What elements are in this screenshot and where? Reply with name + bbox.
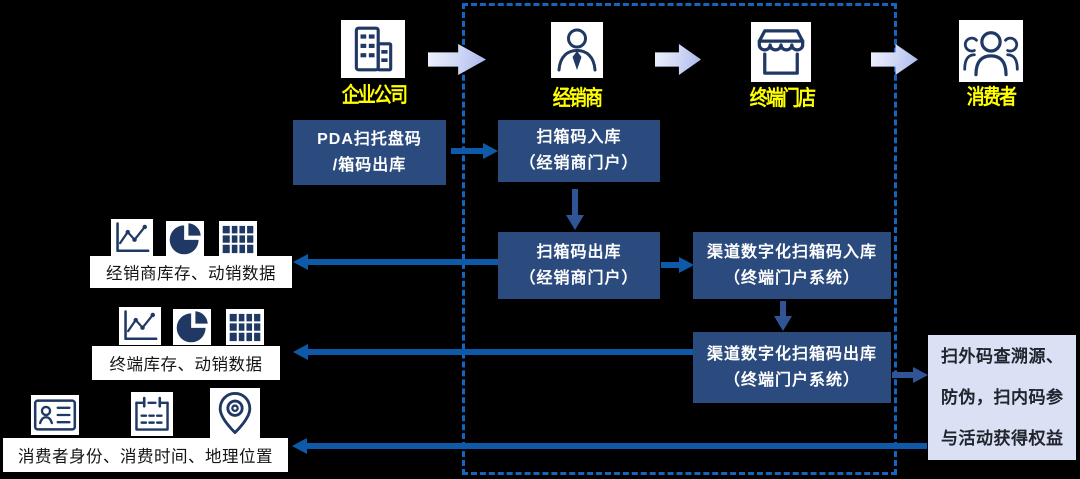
chart-tile [219, 221, 257, 257]
channel-scan-inbound-box: 渠道数字化扫箱码入库 （终端门户系统） [693, 232, 891, 299]
actor-label-enterprise: 企业公司 [341, 84, 408, 107]
arrowhead-down-icon [774, 316, 792, 331]
arrowhead-left-icon [292, 438, 307, 454]
consumer-data-label: 消费者身份、消费时间、地理位置 [3, 438, 288, 472]
channel-scan-inbound-line2: （终端门户系统） [723, 269, 860, 287]
enterprise-tile [341, 20, 405, 78]
storefront-icon [755, 26, 807, 78]
case-scan-outbound-box: 扫箱码出库 （经销商门户） [498, 232, 660, 299]
store-tile [751, 22, 811, 82]
building-icon [345, 23, 401, 75]
arrowhead-left-icon [293, 344, 308, 360]
location-pin-icon [214, 390, 256, 436]
chart-tile [173, 309, 211, 345]
table-icon [228, 312, 262, 343]
actor-label-consumer: 消费者 [966, 86, 1017, 109]
channel-scan-inbound-line1: 渠道数字化扫箱码入库 [706, 243, 877, 261]
pda-outbound-box: PDA扫托盘码 /箱码出库 [293, 120, 446, 185]
arrow-outbound-to-channel-inbound [661, 262, 680, 268]
terminal-data-label: 终端库存、动销数据 [92, 346, 280, 380]
channel-system-boundary [462, 3, 897, 475]
consumers-icon [962, 25, 1020, 77]
consumer-benefit-line2: 防伪，扫内码参 [941, 388, 1064, 407]
consumer-benefit-box: 扫外码查溯源、 防伪，扫内码参 与活动获得权益 [928, 335, 1076, 460]
channel-scan-outbound-box: 渠道数字化扫箱码出库 （终端门户系统） [693, 332, 891, 403]
arrow-to-benefit-box [892, 372, 914, 378]
table-icon [221, 224, 255, 255]
actor-label-distributor: 经销商 [552, 87, 603, 110]
line-chart-icon [113, 221, 151, 255]
channel-scan-outbound-line1: 渠道数字化扫箱码出库 [706, 345, 877, 363]
pda-outbound-line1: PDA扫托盘码 [317, 130, 422, 148]
chart-tile [210, 388, 260, 438]
case-scan-outbound-line1: 扫箱码出库 [536, 243, 622, 261]
distributor-data-label: 经销商库存、动销数据 [90, 256, 292, 288]
pie-chart-icon [175, 310, 209, 344]
case-scan-inbound-box: 扫箱码入库 （经销商门户） [498, 120, 660, 182]
case-scan-inbound-line1: 扫箱码入库 [536, 129, 622, 146]
consumer-benefit-line1: 扫外码查溯源、 [941, 347, 1064, 366]
arrow-channel-outbound-to-terminal-data [307, 349, 693, 355]
case-scan-outbound-line2: （经销商门户） [519, 269, 639, 287]
consumer-tile [959, 20, 1023, 82]
arrow-benefit-to-consumer-data [306, 443, 927, 449]
arrow-pda-to-inbound [451, 148, 484, 154]
actor-label-store: 终端门店 [749, 87, 816, 110]
channel-scan-outbound-line2: （终端门户系统） [723, 371, 860, 389]
salesperson-icon [553, 25, 601, 75]
arrowhead-left-icon [293, 254, 308, 270]
line-chart-icon [121, 309, 159, 343]
chart-tile [226, 309, 264, 345]
arrow-channel-inbound-down [780, 301, 786, 317]
arrowhead-right-icon [913, 367, 928, 383]
arrowhead-right-icon [679, 257, 694, 273]
pie-chart-icon [168, 222, 202, 256]
chart-tile [166, 221, 204, 257]
arrow-inbound-down [572, 189, 578, 216]
case-scan-inbound-line2: （经销商门户） [519, 155, 639, 172]
chart-tile [119, 307, 161, 345]
consumer-benefit-line3: 与活动获得权益 [941, 429, 1064, 448]
chart-tile [131, 392, 173, 436]
chart-tile [31, 395, 79, 435]
calendar-icon [133, 394, 171, 434]
arrowhead-right-icon [483, 143, 498, 159]
arrowhead-down-icon [566, 215, 584, 230]
id-card-icon [33, 397, 77, 433]
arrow-outbound-to-distributor-data [307, 259, 498, 265]
pda-outbound-line2: /箱码出库 [332, 156, 407, 174]
chart-tile [111, 219, 153, 257]
distributor-tile [551, 22, 603, 78]
